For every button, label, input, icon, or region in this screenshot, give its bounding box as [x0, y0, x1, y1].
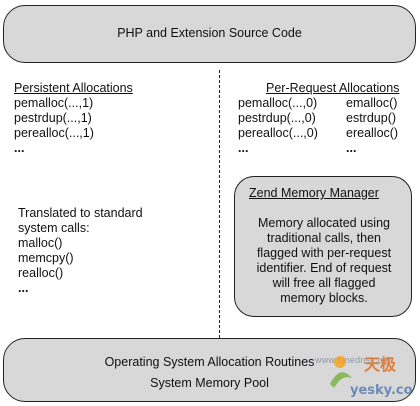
persistent-item: pestrdup(...,1) [14, 111, 92, 125]
logo-text: 天极 [364, 355, 397, 374]
translated-line: malloc() [18, 236, 63, 250]
per-request-right-list: emalloc() estrdup() erealloc() ... [346, 96, 398, 156]
zend-title: Zend Memory Manager [249, 186, 379, 200]
php-source-box: PHP and Extension Source Code [3, 5, 416, 63]
os-allocation-title: Operating System Allocation Routines [104, 355, 315, 369]
per-request-item: pestrdup(...,0) [238, 111, 316, 125]
yesky-logo: 天极 yesky.com [330, 355, 412, 398]
zend-memory-manager-box: Zend Memory Manager Memory allocated usi… [234, 176, 412, 317]
per-request-e-item: erealloc() [346, 126, 399, 140]
zend-body-line: will free all flagged [272, 276, 376, 290]
per-request-heading: Per-Request Allocations [266, 81, 400, 95]
logo-site: yesky.com [350, 383, 412, 398]
persistent-item: pemalloc(...,1) [14, 96, 94, 110]
system-memory-pool-label: System Memory Pool [150, 376, 269, 390]
translated-line: ... [18, 281, 29, 295]
zend-body-line: identifier. End of request [256, 261, 392, 275]
per-request-item: perealloc(...,0) [238, 126, 318, 140]
persistent-item: ... [14, 141, 25, 155]
per-request-left-list: pemalloc(...,0) pestrdup(...,0) pereallo… [238, 96, 318, 156]
translated-line: realloc() [18, 266, 64, 280]
per-request-item: pemalloc(...,0) [238, 96, 318, 110]
per-request-e-item: ... [346, 141, 357, 155]
translated-line: system calls: [18, 221, 90, 235]
per-request-e-item: emalloc() [346, 96, 398, 110]
watermark-url: www.ninedns.com [315, 355, 391, 365]
persistent-heading: Persistent Allocations [14, 81, 133, 95]
translated-list: Translated to standard system calls: mal… [18, 206, 143, 296]
zend-body-line: memory blocks. [280, 291, 368, 305]
persistent-item: perealloc(...,1) [14, 126, 94, 140]
dashed-divider [219, 70, 220, 338]
logo-sun-icon [334, 356, 346, 368]
zend-body-line: flagged with per-request [256, 246, 392, 260]
per-request-item: ... [238, 141, 249, 155]
per-request-e-item: estrdup() [346, 111, 397, 125]
os-allocation-box: Operating System Allocation Routines Sys… [3, 338, 416, 402]
php-source-title: PHP and Extension Source Code [117, 26, 302, 40]
zend-body-line: Memory allocated using [257, 216, 390, 230]
zend-description: Memory allocated using traditional calls… [245, 216, 403, 306]
translated-line: Translated to standard [18, 206, 143, 220]
logo-leaf-icon [330, 372, 352, 388]
zend-body-line: traditional calls, then [267, 231, 381, 245]
translated-line: memcpy() [18, 251, 74, 265]
persistent-list: pemalloc(...,1) pestrdup(...,1) pereallo… [14, 96, 94, 156]
